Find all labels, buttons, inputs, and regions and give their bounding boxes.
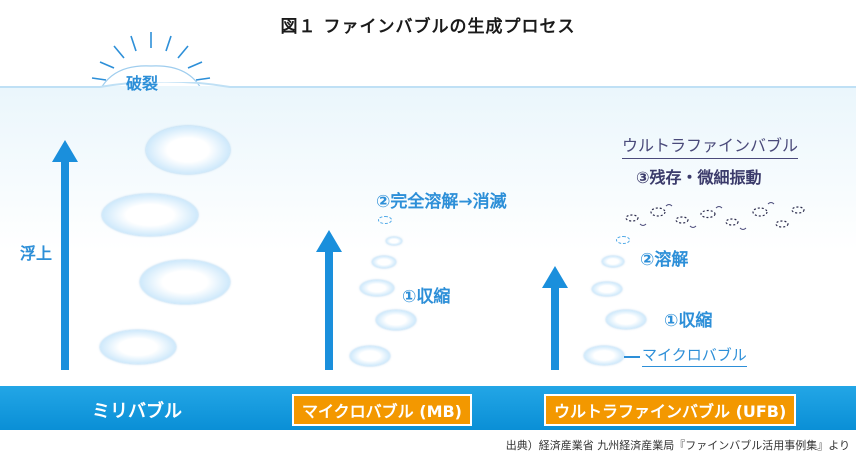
ufb-dissolving-bubble — [616, 236, 630, 244]
stage-micro-label: マイクロバブル (MB) — [292, 394, 472, 426]
ufb-name-label: ウルトラファインバブル — [622, 132, 799, 159]
ufb-bubble — [602, 256, 624, 267]
ufb-rise-arrow — [542, 266, 568, 370]
figure-title: 図１ ファインバブルの生成プロセス — [280, 17, 576, 37]
micro-dissolve-label: ②完全溶解→消滅 — [376, 192, 507, 212]
milli-bubble — [100, 330, 176, 364]
stage-ufb-label: ウルトラファインバブル (UFB) — [544, 394, 797, 426]
microbubble-pointer-line — [624, 356, 640, 358]
micro-bubble — [376, 310, 416, 330]
micro-shrink-label: ①収縮 — [402, 287, 451, 307]
ufb-bubble — [592, 282, 622, 296]
micro-bubble — [386, 237, 402, 245]
burst-label: 破裂 — [126, 74, 159, 93]
stage-milli-label: ミリバブル — [92, 401, 182, 422]
micro-rise-arrow — [316, 230, 342, 370]
float-arrow — [52, 140, 78, 370]
milli-bubble — [102, 194, 198, 236]
micro-bubble — [350, 346, 390, 366]
milli-bubble — [140, 260, 230, 304]
ufb-bubble — [584, 346, 624, 365]
ufb-bubble — [606, 310, 646, 329]
ufb-microbubble-label: マイクロバブル — [642, 344, 747, 367]
float-label: 浮上 — [20, 244, 53, 263]
water-surface-line — [0, 82, 856, 88]
ufb-residual-label: ③残存・微細振動 — [636, 168, 762, 187]
micro-bubble — [372, 256, 396, 268]
milli-bubble — [146, 126, 230, 174]
ufb-vibrating-bubbles — [625, 202, 805, 230]
dissolved-bubble — [378, 216, 392, 224]
ufb-shrink-label: ①収縮 — [664, 311, 713, 331]
ufb-dissolve-label: ②溶解 — [640, 250, 689, 270]
micro-bubble — [360, 280, 394, 296]
source-note: 出典）経済産業省 九州経済産業局『ファインバブル活用事例集』より — [505, 439, 850, 452]
